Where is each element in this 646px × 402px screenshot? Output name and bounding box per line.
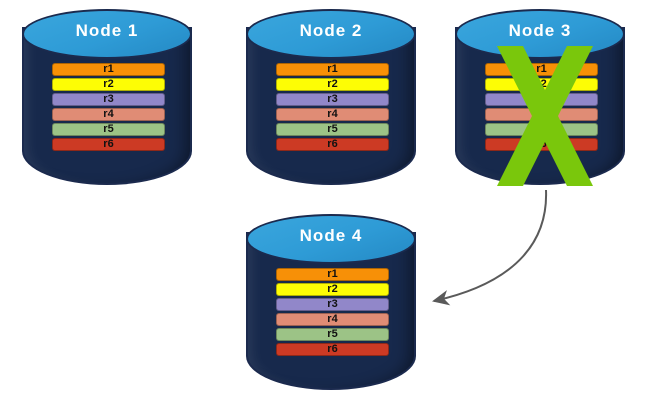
node-4-row-r3[interactable]: r3 <box>276 298 389 311</box>
node-2-rows: r1 r2 r3 r4 r5 r6 <box>276 63 389 153</box>
node-4-cylinder-top <box>246 214 416 264</box>
node-1-row-r3[interactable]: r3 <box>52 93 165 106</box>
node-4-row-r1[interactable]: r1 <box>276 268 389 281</box>
node-2-cylinder-top <box>246 9 416 59</box>
node-3-rows: r1 r2 r3 r4 r5 r6 <box>485 63 598 153</box>
node-2-row-r4[interactable]: r4 <box>276 108 389 121</box>
node-1-row-r5[interactable]: r5 <box>52 123 165 136</box>
node-3-row-r4[interactable]: r4 <box>485 108 598 121</box>
node-2-row-r1[interactable]: r1 <box>276 63 389 76</box>
node-3[interactable]: Node 3 r1 r2 r3 r4 r5 r6 <box>455 7 625 185</box>
node-2-row-r6[interactable]: r6 <box>276 138 389 151</box>
node-2-row-r5[interactable]: r5 <box>276 123 389 136</box>
node-3-row-r5[interactable]: r5 <box>485 123 598 136</box>
node-1-row-r1[interactable]: r1 <box>52 63 165 76</box>
node-1[interactable]: Node 1 r1 r2 r3 r4 r5 r6 <box>22 7 192 185</box>
node-2[interactable]: Node 2 r1 r2 r3 r4 r5 r6 <box>246 7 416 185</box>
node-2-row-r3[interactable]: r3 <box>276 93 389 106</box>
node-3-row-r2[interactable]: r2 <box>485 78 598 91</box>
node-3-row-r6[interactable]: r6 <box>485 138 598 151</box>
node-4-row-r5[interactable]: r5 <box>276 328 389 341</box>
node-1-row-r2[interactable]: r2 <box>52 78 165 91</box>
node-4-row-r6[interactable]: r6 <box>276 343 389 356</box>
node-4-rows: r1 r2 r3 r4 r5 r6 <box>276 268 389 358</box>
node-3-cylinder-top <box>455 9 625 59</box>
node-4-row-r2[interactable]: r2 <box>276 283 389 296</box>
node-3-row-r1[interactable]: r1 <box>485 63 598 76</box>
node-4-row-r4[interactable]: r4 <box>276 313 389 326</box>
node-2-row-r2[interactable]: r2 <box>276 78 389 91</box>
node-1-row-r4[interactable]: r4 <box>52 108 165 121</box>
node-3-row-r3[interactable]: r3 <box>485 93 598 106</box>
node-1-row-r6[interactable]: r6 <box>52 138 165 151</box>
node-1-rows: r1 r2 r3 r4 r5 r6 <box>52 63 165 153</box>
node-4[interactable]: Node 4 r1 r2 r3 r4 r5 r6 <box>246 212 416 390</box>
arrow-path <box>432 189 548 306</box>
node-1-cylinder-top <box>22 9 192 59</box>
